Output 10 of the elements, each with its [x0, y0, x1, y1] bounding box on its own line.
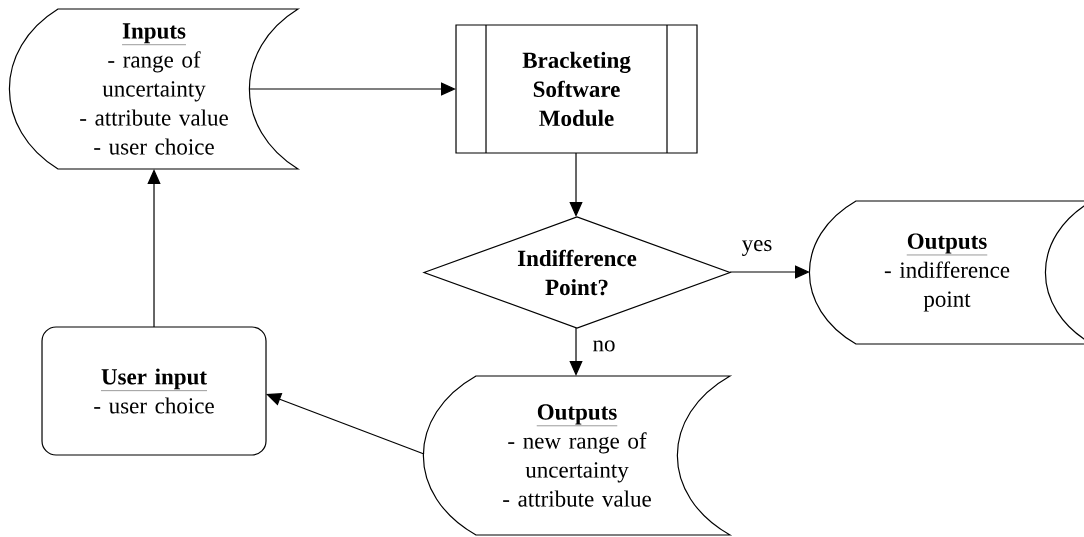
edge-label: no	[591, 339, 617, 353]
arrow	[266, 393, 425, 455]
arrow	[569, 327, 583, 376]
arrow	[729, 265, 810, 279]
arrow	[569, 152, 583, 217]
edge-label: yes	[740, 239, 774, 257]
arrow	[147, 169, 161, 328]
rounded-box: User input - user choice	[41, 326, 267, 456]
arrow	[249, 82, 456, 96]
process-box: Bracketing Software Module	[455, 24, 698, 154]
